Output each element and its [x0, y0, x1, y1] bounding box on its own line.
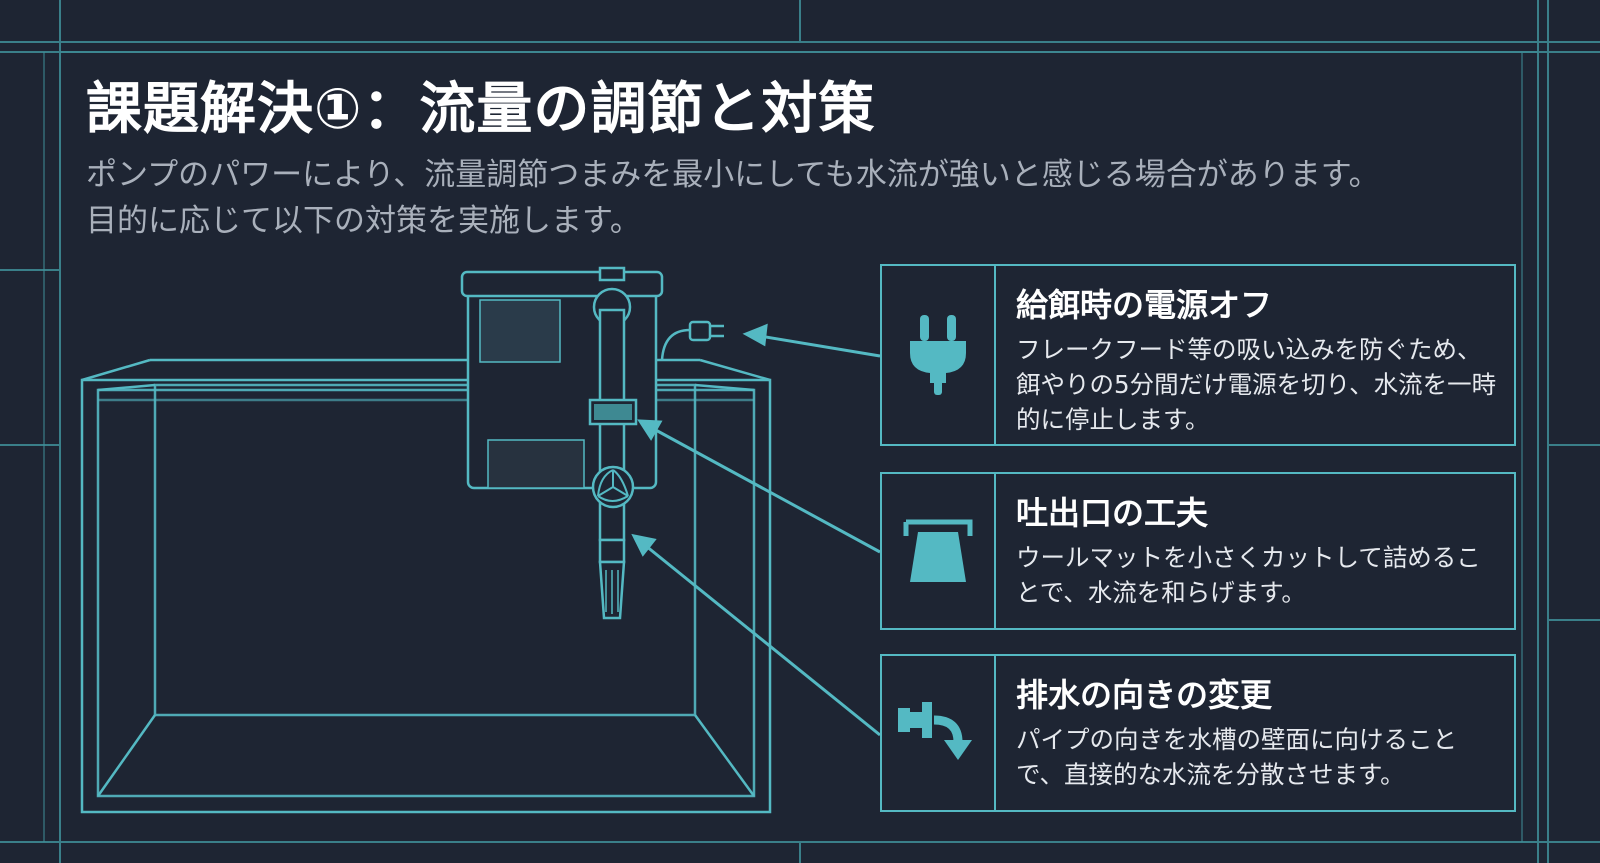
hang-on-filter — [460, 266, 664, 620]
card-icon-cell — [882, 266, 996, 444]
tank-frame — [80, 378, 772, 814]
card-heading: 給餌時の電源オフ — [1016, 286, 1273, 324]
card-heading: 排水の向きの変更 — [1016, 676, 1273, 714]
card-discharge-direction: 排水の向きの変更 パイプの向きを水槽の壁面に向けることで、直接的な水流を分散させ… — [880, 654, 1516, 812]
page-subtitle: ポンプのパワーにより、流量調節つまみを最小にしても水流が強いと感じる場合がありま… — [86, 157, 1380, 239]
card-icon-cell — [882, 474, 996, 628]
page-title: 課題解決①：流量の調節と対策 — [86, 77, 876, 142]
pointer-arrows — [631, 323, 881, 737]
card-body: フレークフード等の吸い込みを防ぐため、餌やりの5分間だけ電源を切り、水流を一時的… — [1016, 335, 1497, 434]
card-body: ウールマットを小さくカットして詰めることで、水流を和らげます。 — [1016, 543, 1481, 607]
pipe-redirect-icon — [898, 702, 972, 760]
card-body: パイプの向きを水槽の壁面に向けることで、直接的な水流を分散させます。 — [1016, 725, 1457, 789]
power-cord — [660, 320, 724, 361]
card-icon-cell — [882, 656, 996, 810]
card-heading: 吐出口の工夫 — [1016, 494, 1209, 532]
card-feeding-power-off: 給餌時の電源オフ フレークフード等の吸い込みを防ぐため、餌やりの5分間だけ電源を… — [880, 264, 1516, 446]
card-outlet-modification: 吐出口の工夫 ウールマットを小さくカットして詰めることで、水流を和らげます。 — [880, 472, 1516, 630]
filter-outlet-icon — [903, 519, 973, 582]
power-plug-icon — [910, 315, 966, 395]
